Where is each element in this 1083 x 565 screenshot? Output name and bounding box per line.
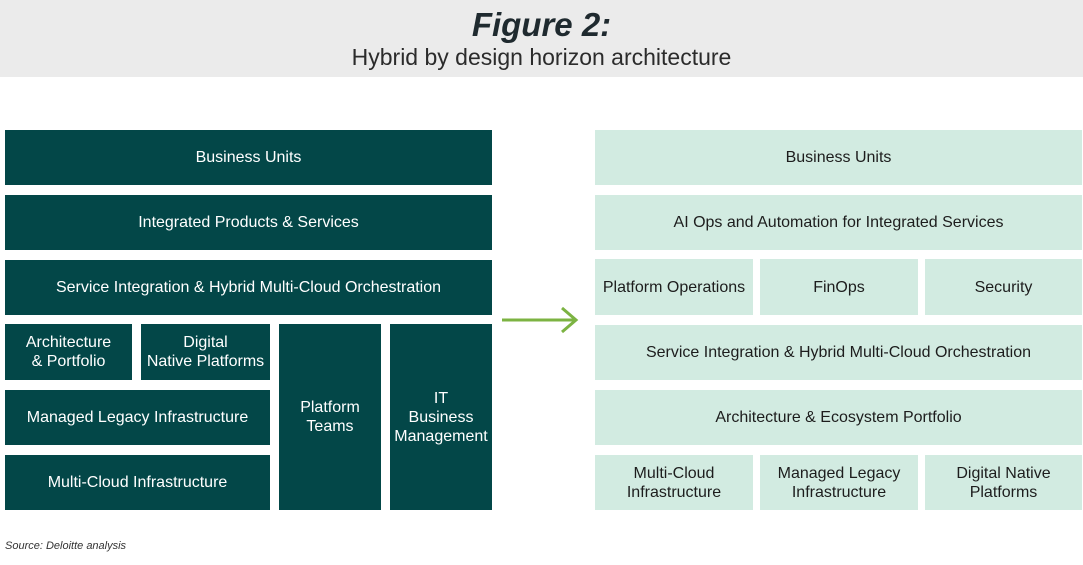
left-service-integration: Service Integration & Hybrid Multi-Cloud… bbox=[5, 260, 492, 315]
left-business-units: Business Units bbox=[5, 130, 492, 185]
left-integrated-products: Integrated Products & Services bbox=[5, 195, 492, 250]
left-multi-cloud: Multi-Cloud Infrastructure bbox=[5, 455, 270, 510]
left-managed-legacy: Managed Legacy Infrastructure bbox=[5, 390, 270, 445]
left-architecture-portfolio: Architecture & Portfolio bbox=[5, 324, 132, 380]
right-managed-legacy: Managed Legacy Infrastructure bbox=[760, 455, 918, 510]
right-finops: FinOps bbox=[760, 259, 918, 315]
right-security: Security bbox=[925, 259, 1082, 315]
right-business-units: Business Units bbox=[595, 130, 1082, 185]
right-arrow-icon bbox=[502, 306, 579, 334]
left-digital-native-platforms: Digital Native Platforms bbox=[141, 324, 270, 380]
right-platform-operations: Platform Operations bbox=[595, 259, 753, 315]
right-architecture-ecosystem: Architecture & Ecosystem Portfolio bbox=[595, 390, 1082, 445]
source-note: Source: Deloitte analysis bbox=[5, 540, 127, 552]
right-ai-ops: AI Ops and Automation for Integrated Ser… bbox=[595, 195, 1082, 250]
right-multi-cloud: Multi-Cloud Infrastructure bbox=[595, 455, 753, 510]
right-service-integration: Service Integration & Hybrid Multi-Cloud… bbox=[595, 325, 1082, 380]
figure-title: Figure 2: bbox=[471, 6, 612, 43]
left-it-business-management: IT Business Management bbox=[390, 324, 492, 510]
figure-subtitle: Hybrid by design horizon architecture bbox=[351, 44, 732, 70]
left-platform-teams: Platform Teams bbox=[279, 324, 381, 510]
right-digital-native: Digital Native Platforms bbox=[925, 455, 1082, 510]
figure-header: Figure 2: Hybrid by design horizon archi… bbox=[0, 0, 1083, 77]
